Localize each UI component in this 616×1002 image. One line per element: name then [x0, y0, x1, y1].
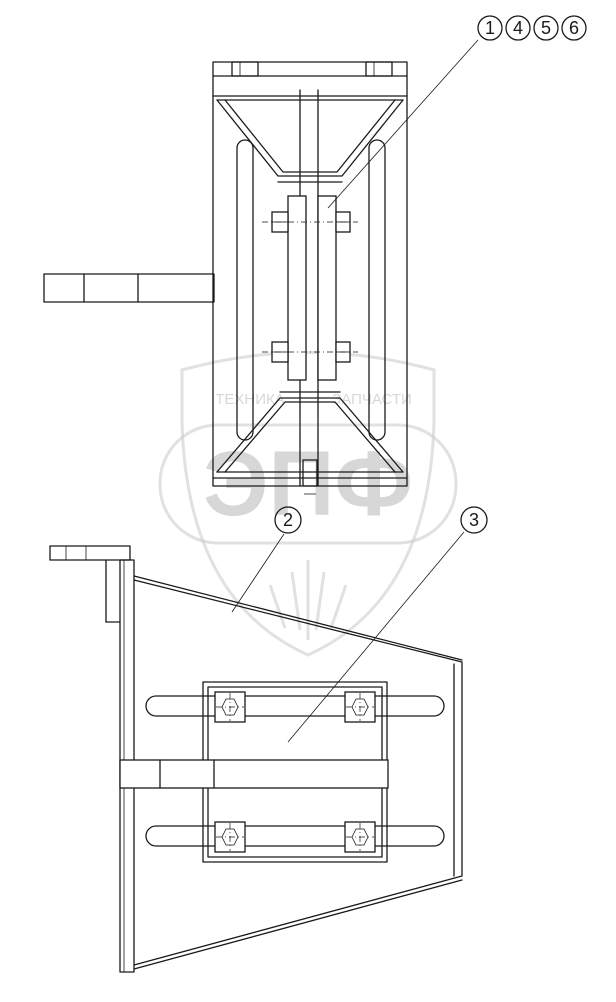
bolt-bottom	[262, 341, 358, 363]
callout-4: 4	[513, 18, 523, 38]
watermark-logo-letters: ЭПФ	[203, 433, 413, 535]
callout-5: 5	[541, 18, 551, 38]
top-view	[43, 61, 408, 495]
callout-part-3: 3	[460, 506, 488, 534]
side-view	[49, 545, 463, 973]
callout-3: 3	[469, 510, 479, 530]
wheat-emblem-icon	[268, 560, 348, 640]
callout-1: 1	[485, 18, 495, 38]
callout-part-2: 2	[274, 506, 302, 534]
callout-group-top: 1 4 5 6	[477, 15, 587, 41]
callout-2: 2	[283, 510, 293, 530]
watermark-logo: ТЕХНИКА ЗАПЧАСТИ ЭПФ	[158, 351, 458, 657]
watermark-text-left: ТЕХНИКА	[215, 391, 285, 408]
bolt-top	[262, 211, 358, 233]
watermark-text-right: ЗАПЧАСТИ	[332, 391, 412, 408]
callout-6: 6	[569, 18, 579, 38]
leader-lines	[231, 39, 479, 743]
